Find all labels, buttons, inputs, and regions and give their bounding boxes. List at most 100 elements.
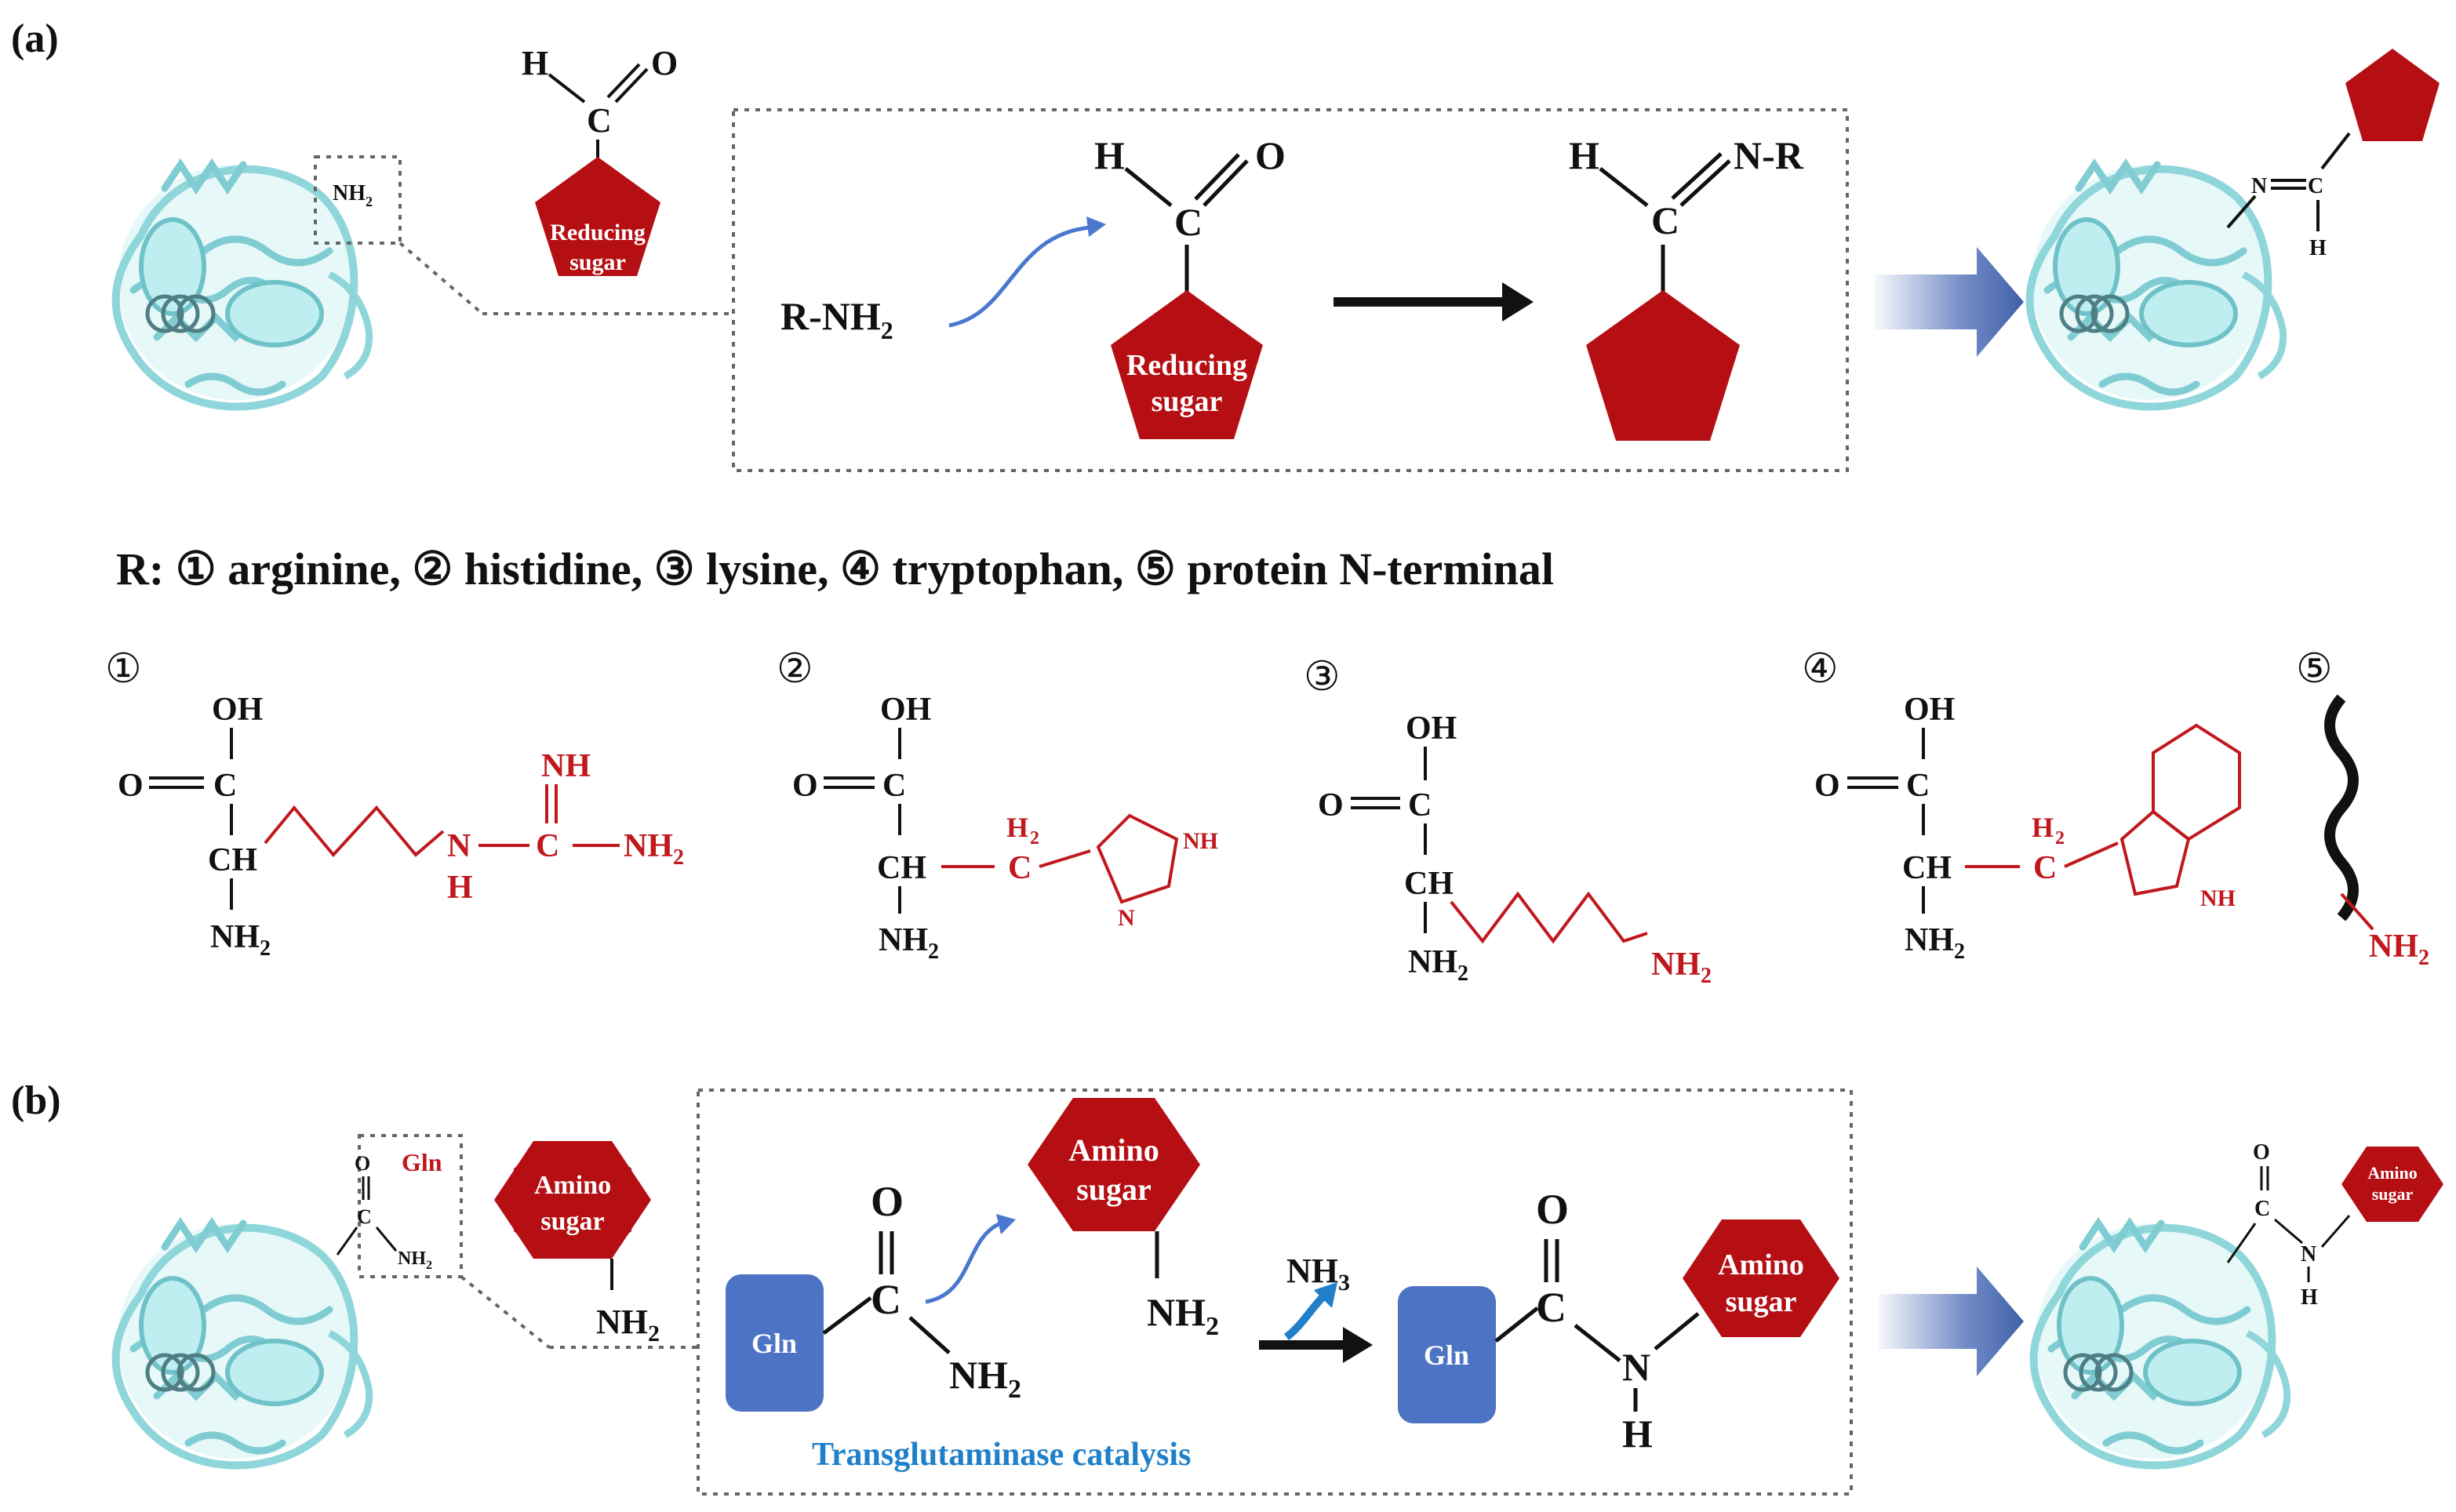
svg-text:NH: NH xyxy=(2200,885,2236,911)
reaction-box-b xyxy=(697,1089,1853,1496)
svg-text:Gln: Gln xyxy=(1424,1339,1469,1371)
panel-b-label: (b) xyxy=(11,1078,61,1123)
svg-text:NH2: NH2 xyxy=(624,828,684,870)
protein-structure-b-right xyxy=(2034,1223,2287,1466)
svg-text:①: ① xyxy=(105,647,142,692)
protein-structure-a-left xyxy=(116,165,369,407)
reducing-sugar-aldehyde-small: H C O Reducing sugar xyxy=(522,44,678,276)
nucleophilic-attack-arrow-a xyxy=(948,225,1091,328)
glycoconjugate-product: Gln C O N H Amino sugar xyxy=(1398,1186,1839,1456)
svg-text:CH: CH xyxy=(1404,866,1454,902)
svg-text:O: O xyxy=(355,1152,370,1175)
sugar-pentagon-result xyxy=(2345,49,2440,141)
svg-text:C: C xyxy=(536,828,559,864)
svg-text:N: N xyxy=(1622,1345,1650,1389)
svg-text:NH2: NH2 xyxy=(210,919,271,961)
structure-arginine: ① OH O C CH NH2 N H C NH NH2 xyxy=(105,647,684,961)
svg-text:H: H xyxy=(1006,812,1028,843)
svg-text:O: O xyxy=(1536,1186,1569,1233)
svg-text:OH: OH xyxy=(880,692,931,728)
sugar-pentagon-product xyxy=(1586,290,1740,441)
glycosylated-protein-linkage: O C N H Amino sugar xyxy=(2226,1140,2443,1310)
svg-text:NH2: NH2 xyxy=(2369,929,2429,970)
svg-text:H: H xyxy=(2301,1285,2318,1310)
svg-text:sugar: sugar xyxy=(569,249,626,275)
svg-text:CH: CH xyxy=(208,842,257,878)
amino-sugar-hexagon-result xyxy=(2341,1147,2443,1222)
svg-text:NH: NH xyxy=(1183,828,1218,854)
svg-text:N: N xyxy=(2301,1242,2316,1267)
gln-amide-reactant: Gln C O NH2 xyxy=(726,1178,1021,1412)
svg-text:sugar: sugar xyxy=(540,1207,604,1236)
structure-lysine: ③ OH O C CH NH2 NH2 xyxy=(1304,655,1712,988)
nh2-site-box xyxy=(314,155,402,245)
gln-block-left xyxy=(726,1274,824,1412)
nucleophilic-attack-arrow-b xyxy=(925,1221,1002,1304)
svg-text:sugar: sugar xyxy=(1726,1285,1797,1318)
svg-text:N: N xyxy=(1118,905,1135,931)
protein-structure-b-left xyxy=(116,1223,369,1466)
amino-sugar-large: Amino sugar NH2 xyxy=(1028,1098,1219,1341)
svg-text:C: C xyxy=(1408,787,1432,823)
panel-a-label: (a) xyxy=(11,16,59,61)
r-nh2-reactant: R-NH2 xyxy=(780,294,893,344)
reducing-sugar-pentagon-large xyxy=(1111,290,1263,439)
svg-text:sugar: sugar xyxy=(2372,1184,2414,1204)
svg-text:Amino: Amino xyxy=(1718,1248,1804,1281)
aldehyde-large: H C O Reducing sugar xyxy=(1094,133,1286,439)
svg-text:C: C xyxy=(1651,198,1679,242)
svg-text:C: C xyxy=(2254,1197,2270,1221)
svg-text:C: C xyxy=(1008,850,1032,886)
svg-text:C: C xyxy=(2033,850,2057,886)
svg-text:Amino: Amino xyxy=(2367,1163,2418,1183)
svg-text:sugar: sugar xyxy=(1076,1172,1152,1207)
svg-text:H: H xyxy=(522,44,548,82)
svg-text:O: O xyxy=(1318,787,1344,823)
zoom-connector-b xyxy=(460,1275,551,1349)
svg-text:C: C xyxy=(213,768,237,804)
svg-text:NH2: NH2 xyxy=(879,922,939,964)
ammonia-release: NH3 xyxy=(1283,1252,1350,1340)
svg-text:③: ③ xyxy=(1304,655,1341,700)
svg-text:O: O xyxy=(651,44,678,82)
svg-text:Amino: Amino xyxy=(1068,1132,1159,1168)
svg-text:⑤: ⑤ xyxy=(2296,647,2333,692)
structure-tryptophan: ④ OH O C CH NH2 H 2 C NH xyxy=(1802,647,2241,964)
svg-text:CH: CH xyxy=(877,850,926,886)
svg-text:O: O xyxy=(871,1178,904,1225)
svg-text:NH2: NH2 xyxy=(1905,922,1965,964)
transglutaminase-catalysis-label: Transglutaminase catalysis xyxy=(812,1437,1191,1473)
svg-text:H: H xyxy=(447,870,473,906)
svg-text:C: C xyxy=(2308,174,2323,198)
svg-text:H: H xyxy=(1094,133,1125,177)
svg-text:NH2: NH2 xyxy=(1147,1290,1219,1341)
svg-text:NH2: NH2 xyxy=(398,1248,432,1272)
svg-text:④: ④ xyxy=(1802,647,1839,692)
svg-text:2: 2 xyxy=(2055,828,2065,849)
result-arrow-b xyxy=(1879,1267,2024,1376)
svg-text:O: O xyxy=(1255,133,1286,177)
svg-text:O: O xyxy=(118,768,144,804)
svg-text:OH: OH xyxy=(212,692,263,728)
svg-text:C: C xyxy=(1536,1284,1566,1331)
svg-text:C: C xyxy=(587,101,612,140)
glycated-protein-linkage: N C H xyxy=(2226,49,2440,260)
svg-text:O: O xyxy=(2253,1140,2270,1165)
reducing-sugar-pentagon-small xyxy=(535,157,660,276)
svg-text:H: H xyxy=(1622,1412,1653,1456)
svg-text:H: H xyxy=(2032,812,2054,843)
svg-text:Gln: Gln xyxy=(402,1148,442,1176)
structure-histidine: ② OH O C CH NH2 H 2 C NH N xyxy=(777,647,1218,964)
svg-text:C: C xyxy=(1906,768,1930,804)
r-group-legend: R: ① arginine, ② histidine, ③ lysine, ④ … xyxy=(116,543,1554,594)
structure-protein-n-terminal: ⑤ NH2 xyxy=(2296,647,2429,970)
gln-site-amide: O C NH2 Gln xyxy=(336,1148,442,1272)
svg-text:NH3: NH3 xyxy=(1286,1252,1350,1296)
svg-text:N: N xyxy=(447,828,471,864)
svg-text:O: O xyxy=(792,768,818,804)
svg-text:NH: NH xyxy=(541,748,591,784)
svg-text:Reducing: Reducing xyxy=(550,220,646,245)
svg-text:C: C xyxy=(357,1205,372,1228)
svg-text:Gln: Gln xyxy=(751,1328,797,1359)
